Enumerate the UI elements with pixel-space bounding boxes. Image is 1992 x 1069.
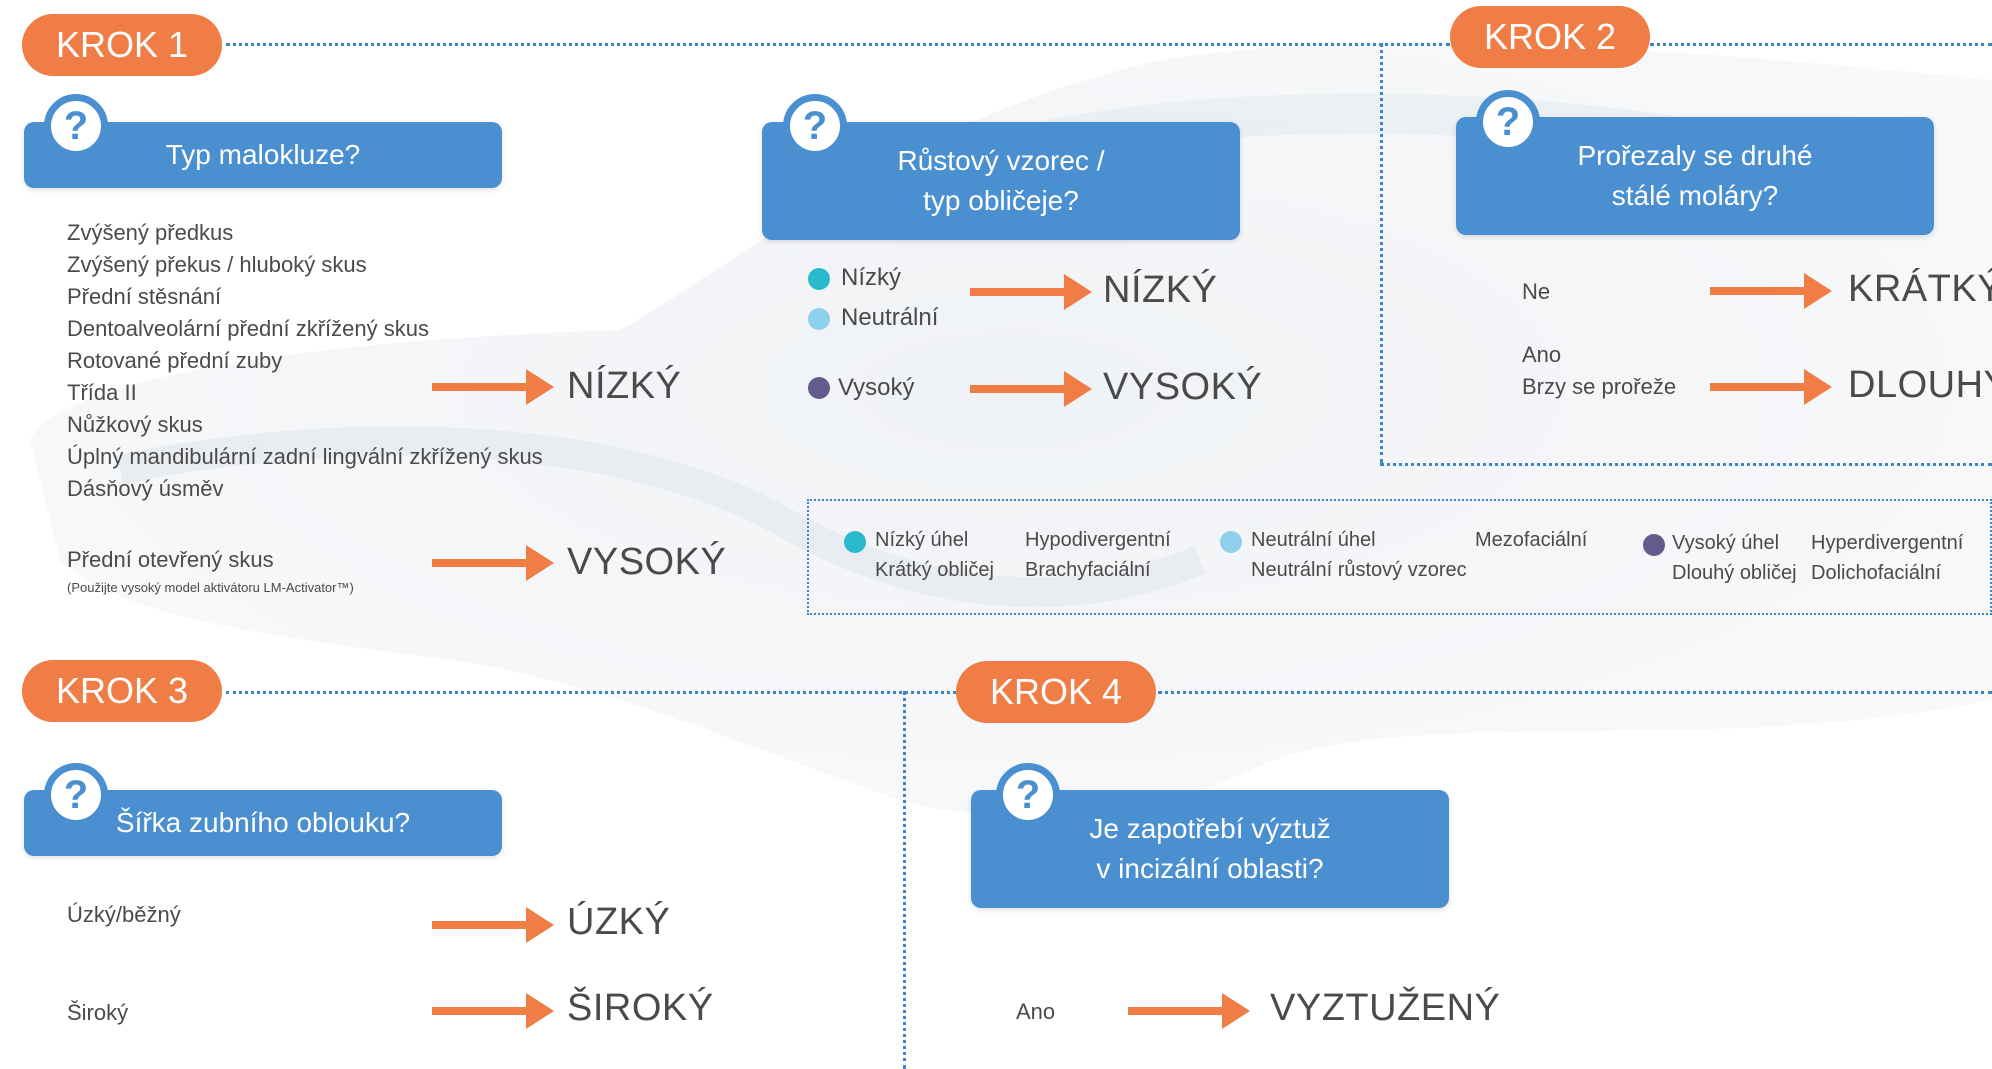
option-no: Ne [1522,279,1551,304]
malocclusion-item: Dásňový úsměv [67,476,224,501]
result-low: NÍZKÝ [567,365,682,407]
malocclusion-item: Nůžkový skus [67,412,203,437]
high-dot [808,377,830,399]
result-high: VYSOKÝ [567,541,727,583]
legend-low-type: Brachyfaciální [1025,559,1151,581]
question-text: Typ malokluze? [165,139,361,170]
option-high: Vysoký [838,374,915,401]
question-text: Je zapotřebí výztuž v incizální oblasti? [1089,813,1331,884]
result-wide: ŠIROKÝ [567,987,714,1029]
result-narrow: ÚZKÝ [567,901,671,943]
growth-pattern-legend: Nízký úhel Krátký obličej Hypodivergentn… [807,499,1992,615]
high-dot [1643,534,1665,556]
malocclusion-item: Přední otevřený skus [67,547,274,572]
legend-neutral-pattern: Neutrální růstový vzorec [1251,559,1467,581]
legend-high-angle: Vysoký úhel [1672,532,1780,554]
question-box-incisal-reinforcement: Je zapotřebí výztuž v incizální oblasti? [971,790,1449,908]
arrow-right-icon [1710,273,1832,309]
neutral-dot [1220,531,1242,553]
question-mark-icon: ? [996,763,1060,827]
result-long: DLOUHÝ [1848,364,1992,406]
question-text: Prořezaly se druhé stálé moláry? [1577,140,1813,211]
arrow-right-icon [432,545,554,581]
question-mark-icon: ? [1476,90,1540,154]
legend-low-face: Krátký obličej [875,559,994,581]
legend-low-angle: Nízký úhel [875,529,969,551]
malocclusion-item: Rotované přední zuby [67,348,283,373]
option-yes: Ano [1522,342,1562,367]
arrow-right-icon [1128,993,1250,1029]
divider-line [1158,691,1992,694]
arrow-right-icon [432,907,554,943]
footnote: (Použijte vysoký model aktivátoru LM-Act… [67,580,354,595]
legend-neutral-angle: Neutrální úhel [1251,529,1376,551]
neutral-dot [808,308,830,330]
option-yes: Ano [1016,999,1056,1024]
question-box-molars: Prořezaly se druhé stálé moláry? [1456,117,1934,235]
result-low: NÍZKÝ [1103,269,1218,311]
malocclusion-item: Zvýšený předkus [67,220,234,245]
step-2-label: KROK 2 [1450,6,1651,68]
legend-high-div: Hyperdivergentní [1811,532,1964,554]
option-narrow: Úzký/běžný [67,902,181,927]
arrow-right-icon [432,993,554,1029]
divider-line [1650,43,1992,46]
question-box-malocclusion: Typ malokluze? [24,122,502,188]
malocclusion-item: Dentoalveolární přední zkřížený skus [67,316,429,341]
malocclusion-item: Přední stěsnání [67,284,222,309]
legend-high-face: Dlouhý obličej [1672,562,1797,584]
arrow-right-icon [970,274,1092,310]
legend-low-div: Hypodivergentní [1025,529,1171,551]
question-text: Růstový vzorec / typ obličeje? [897,145,1105,216]
divider-line [226,43,1450,46]
low-dot [844,531,866,553]
result-short: KRÁTKÝ [1848,268,1992,310]
divider-line [226,691,956,694]
arrow-right-icon [970,371,1092,407]
option-low: Nízký [841,264,901,291]
option-yes-sub: Brzy se prořeže [1522,374,1677,399]
arrow-right-icon [432,369,554,405]
malocclusion-item: Zvýšený překus / hluboký skus [67,252,367,277]
question-text: Šířka zubního oblouku? [115,807,411,838]
divider-line [1380,43,1383,463]
legend-high-type: Dolichofaciální [1811,562,1942,584]
option-wide: Široký [67,1000,129,1025]
malocclusion-item: Třída II [67,380,137,405]
question-mark-icon: ? [44,94,108,158]
question-mark-icon: ? [783,94,847,158]
malocclusion-item: Úplný mandibulární zadní lingvální zkříž… [67,444,543,469]
result-reinforced: VYZTUŽENÝ [1270,987,1501,1029]
step-4-label: KROK 4 [956,661,1157,723]
option-neutral: Neutrální [841,304,939,331]
question-mark-icon: ? [44,763,108,827]
step-3-label: KROK 3 [22,660,223,722]
low-dot [808,268,830,290]
legend-neutral-type: Mezofaciální [1475,529,1588,551]
divider-line [903,691,906,1069]
divider-line [1380,463,1992,466]
step-1-label: KROK 1 [22,14,223,76]
result-high: VYSOKÝ [1103,366,1263,408]
arrow-right-icon [1710,369,1832,405]
